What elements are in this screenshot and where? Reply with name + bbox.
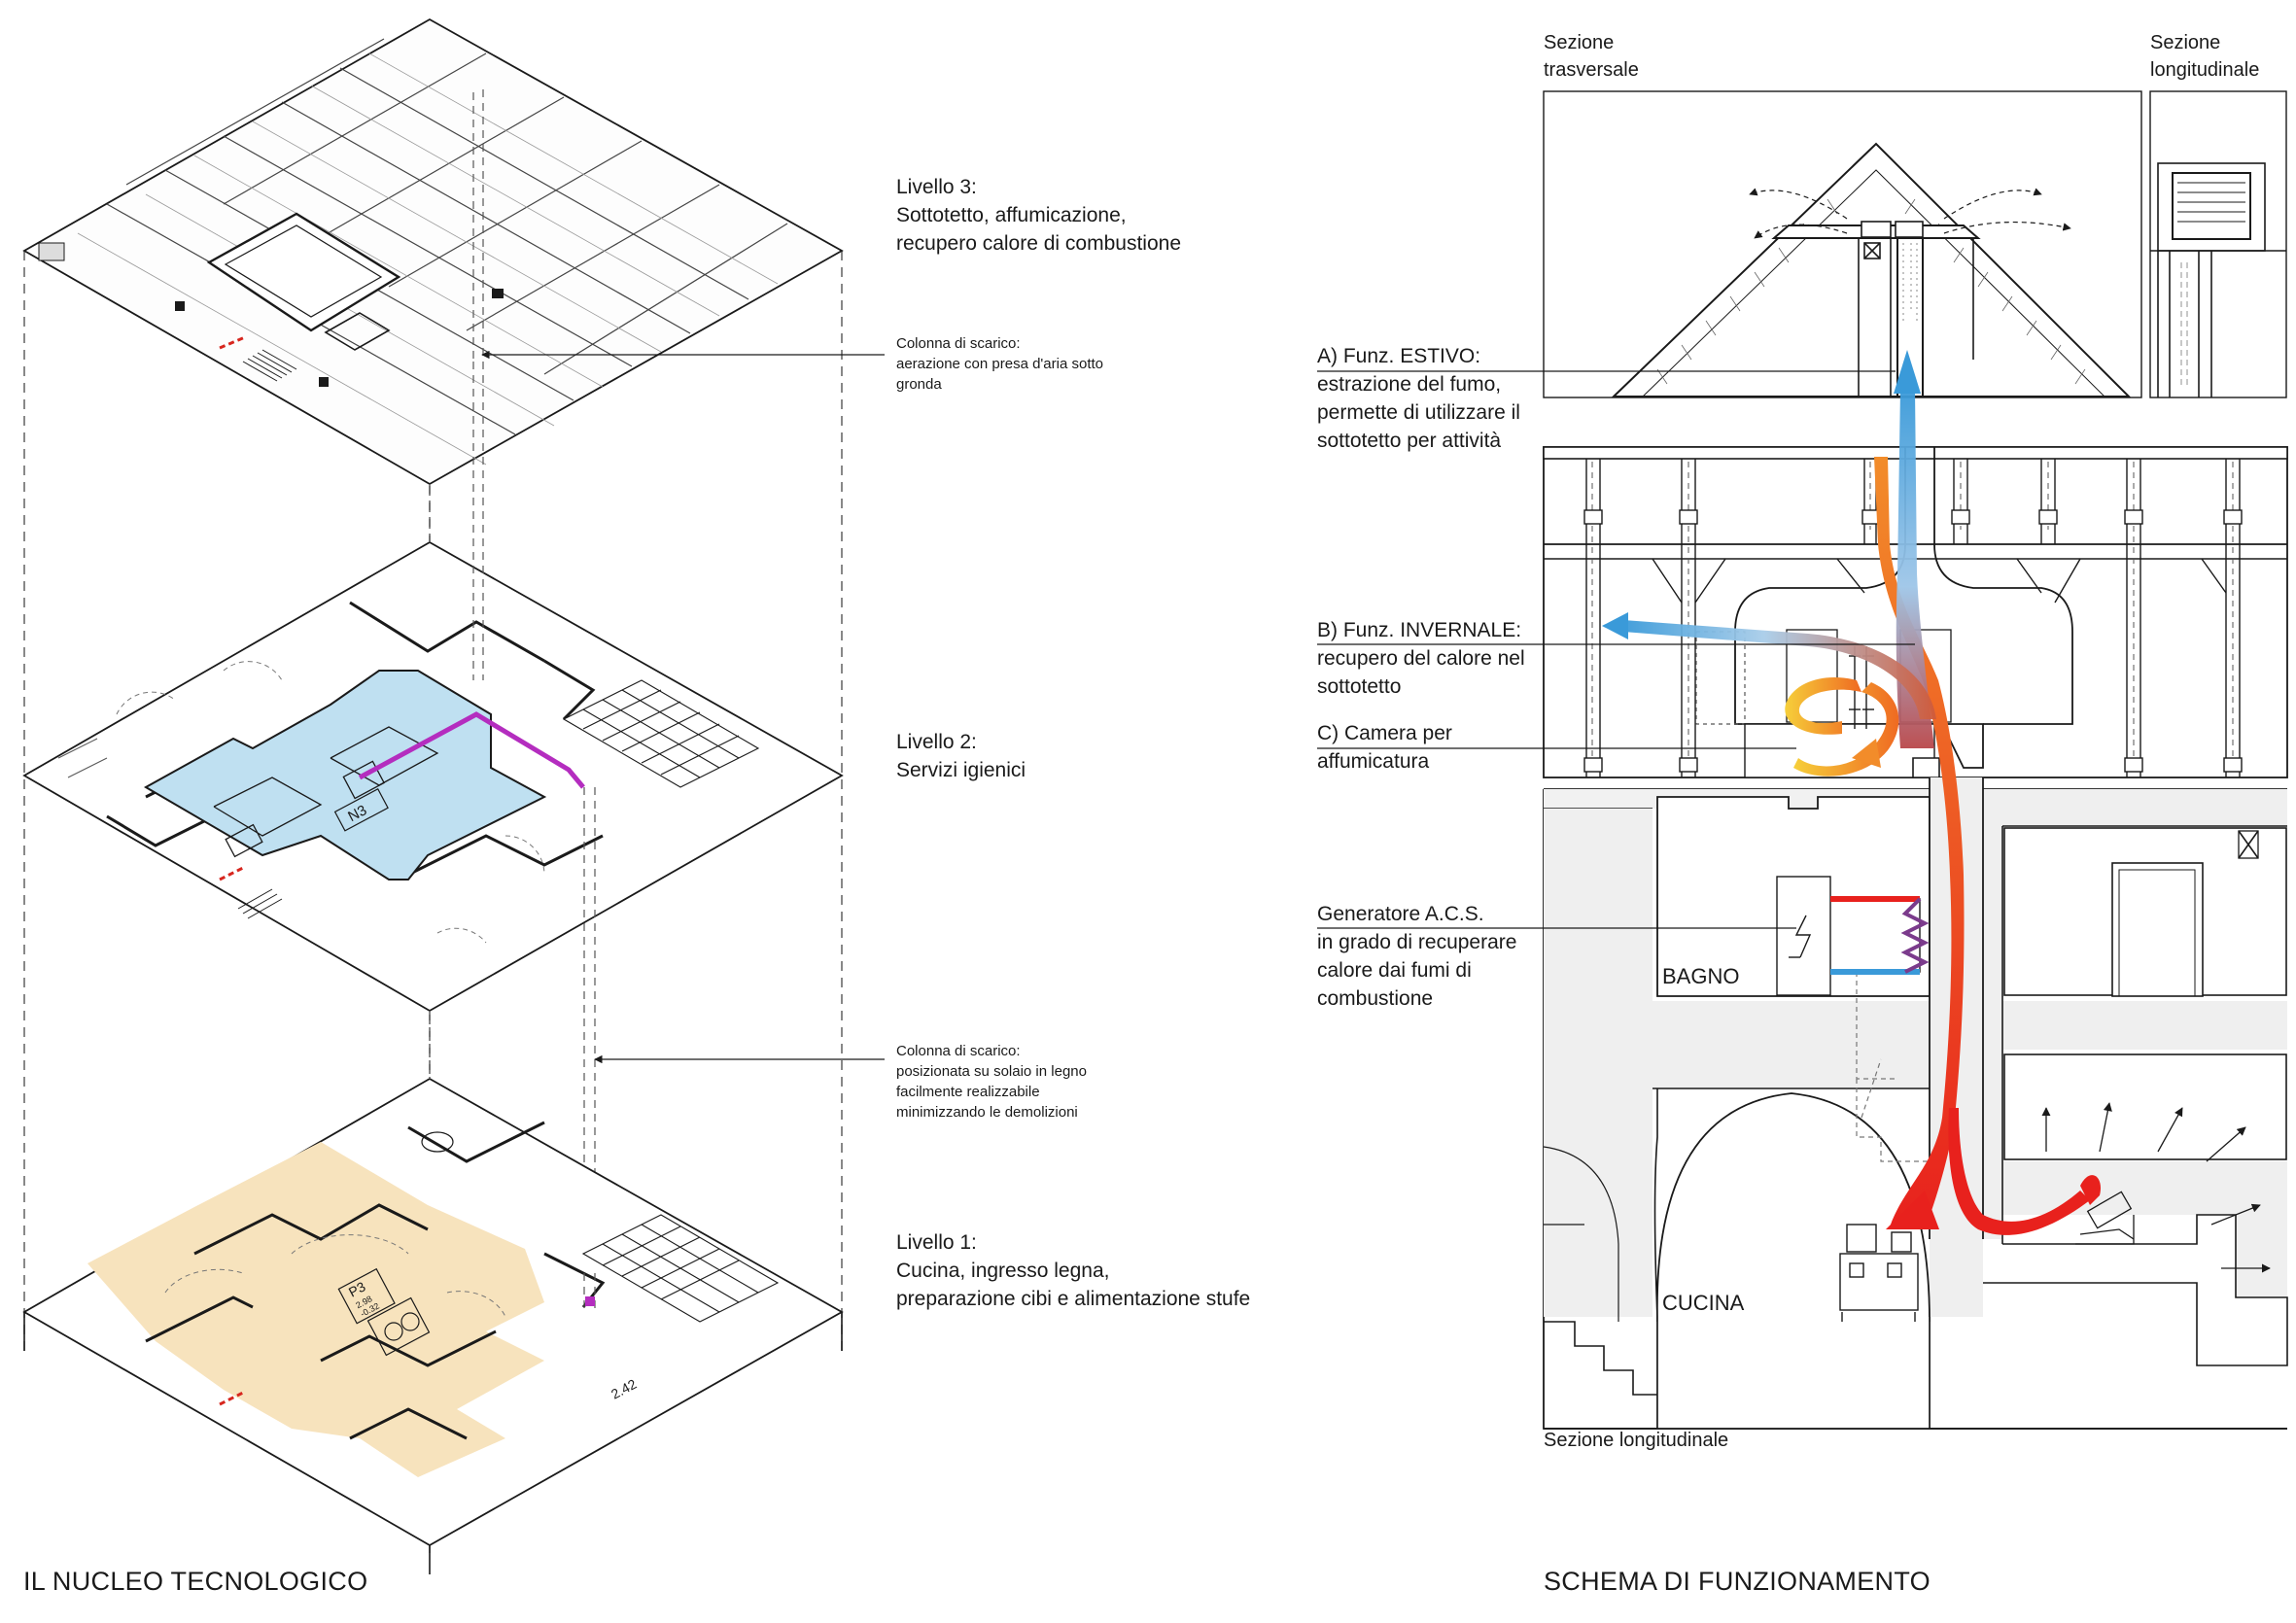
section-trans-line2: trasversale bbox=[1544, 59, 1639, 81]
main-section bbox=[1317, 350, 2288, 1430]
label-b-line3: sottotetto bbox=[1317, 675, 1402, 698]
stove bbox=[1839, 1224, 1919, 1322]
note-mid: Colonna di scarico: posizionata su solai… bbox=[896, 1041, 1087, 1122]
sections bbox=[1317, 90, 2288, 1430]
note-mid-line2: posizionata su solaio in legno bbox=[896, 1063, 1087, 1080]
section-long-top-line1: Sezione bbox=[2150, 32, 2221, 53]
kitchen-area bbox=[87, 1142, 544, 1477]
label-b-line1: B) Funz. INVERNALE: bbox=[1317, 619, 1522, 641]
section-long-bottom-label: Sezione longitudinale bbox=[1544, 1430, 1729, 1451]
section-long-top-line2: longitudinale bbox=[2150, 59, 2260, 81]
level3-label: Livello 3: Sottotetto, affumicazione, re… bbox=[896, 173, 1181, 258]
level1-slab bbox=[22, 1011, 844, 1574]
note-mid-line1: Colonna di scarico: bbox=[896, 1043, 1021, 1059]
level2-line2: Servizi igienici bbox=[896, 759, 1026, 781]
label-b-line2: recupero del calore nel bbox=[1317, 647, 1525, 670]
note-top: Colonna di scarico: aerazione con presa … bbox=[896, 333, 1103, 395]
frame-long bbox=[2149, 90, 2287, 398]
section-trans-line1: Sezione bbox=[1544, 32, 1615, 53]
stair-l2b bbox=[237, 888, 283, 919]
right-title: SCHEMA DI FUNZIONAMENTO bbox=[1544, 1567, 1931, 1596]
section-long-top-label: Sezione longitudinale bbox=[2150, 29, 2259, 84]
stair-l2 bbox=[562, 679, 760, 788]
tag-p3: P3 bbox=[346, 1278, 368, 1299]
fireplace bbox=[2075, 1191, 2135, 1245]
level3-line3: recupero calore di combustione bbox=[896, 232, 1181, 255]
label-generator-line3: calore dai fumi di bbox=[1317, 959, 1472, 982]
label-a: A) Funz. ESTIVO: estrazione del fumo, pe… bbox=[1317, 342, 1520, 455]
roof-trans bbox=[1611, 142, 2132, 397]
label-a-line3: permette di utilizzare il bbox=[1317, 401, 1520, 424]
note-mid-line3: facilmente realizzabile bbox=[896, 1084, 1040, 1100]
level1-label: Livello 1: Cucina, ingresso legna, prepa… bbox=[896, 1228, 1250, 1313]
label-a-line1: A) Funz. ESTIVO: bbox=[1317, 345, 1481, 367]
room-cucina: CUCINA bbox=[1662, 1291, 1745, 1315]
note-top-line3: gronda bbox=[896, 376, 942, 393]
label-generator-line2: in grado di recuperare bbox=[1317, 931, 1517, 953]
label-c-line2: affumicatura bbox=[1317, 750, 1430, 773]
level3-line1: Livello 3: bbox=[896, 176, 977, 198]
label-generator-line1: Generatore A.C.S. bbox=[1317, 903, 1484, 925]
label-c: C) Camera per affumicatura bbox=[1317, 719, 1452, 776]
level1-line1: Livello 1: bbox=[896, 1231, 977, 1254]
note-top-line1: Colonna di scarico: bbox=[896, 335, 1021, 352]
label-a-line2: estrazione del fumo, bbox=[1317, 373, 1502, 396]
level2-label: Livello 2: Servizi igienici bbox=[896, 728, 1026, 784]
isometric-layers bbox=[22, 17, 885, 1574]
level1-line3: preparazione cibi e alimentazione stufe bbox=[896, 1288, 1251, 1310]
level3-line2: Sottotetto, affumicazione, bbox=[896, 204, 1127, 226]
label-c-line1: C) Camera per bbox=[1317, 722, 1452, 744]
bathroom-area bbox=[143, 670, 547, 881]
label-a-line4: sottotetto per attività bbox=[1317, 430, 1502, 452]
level2-line1: Livello 2: bbox=[896, 731, 977, 753]
level3-slab bbox=[22, 17, 844, 486]
note-mid-line4: minimizzando le demolizioni bbox=[896, 1104, 1078, 1121]
drain-pipe-magenta bbox=[358, 711, 585, 789]
room-bagno: BAGNO bbox=[1662, 964, 1740, 988]
stair-l1 bbox=[581, 1214, 780, 1323]
sink-circles bbox=[366, 1131, 454, 1357]
level2-slab bbox=[22, 362, 844, 1273]
label-b: B) Funz. INVERNALE: recupero del calore … bbox=[1317, 616, 1525, 701]
long-small bbox=[2150, 162, 2286, 397]
note-top-line2: aerazione con presa d'aria sotto bbox=[896, 356, 1103, 372]
acs-generator bbox=[1776, 876, 1930, 996]
label-generator: Generatore A.C.S. in grado di recuperare… bbox=[1317, 900, 1516, 1013]
left-title: IL NUCLEO TECNOLOGICO bbox=[23, 1567, 368, 1596]
level1-line2: Cucina, ingresso legna, bbox=[896, 1260, 1110, 1282]
label-generator-line4: combustione bbox=[1317, 987, 1434, 1010]
stair-l3 bbox=[242, 349, 297, 382]
section-trans-label: Sezione trasversale bbox=[1544, 29, 1639, 84]
